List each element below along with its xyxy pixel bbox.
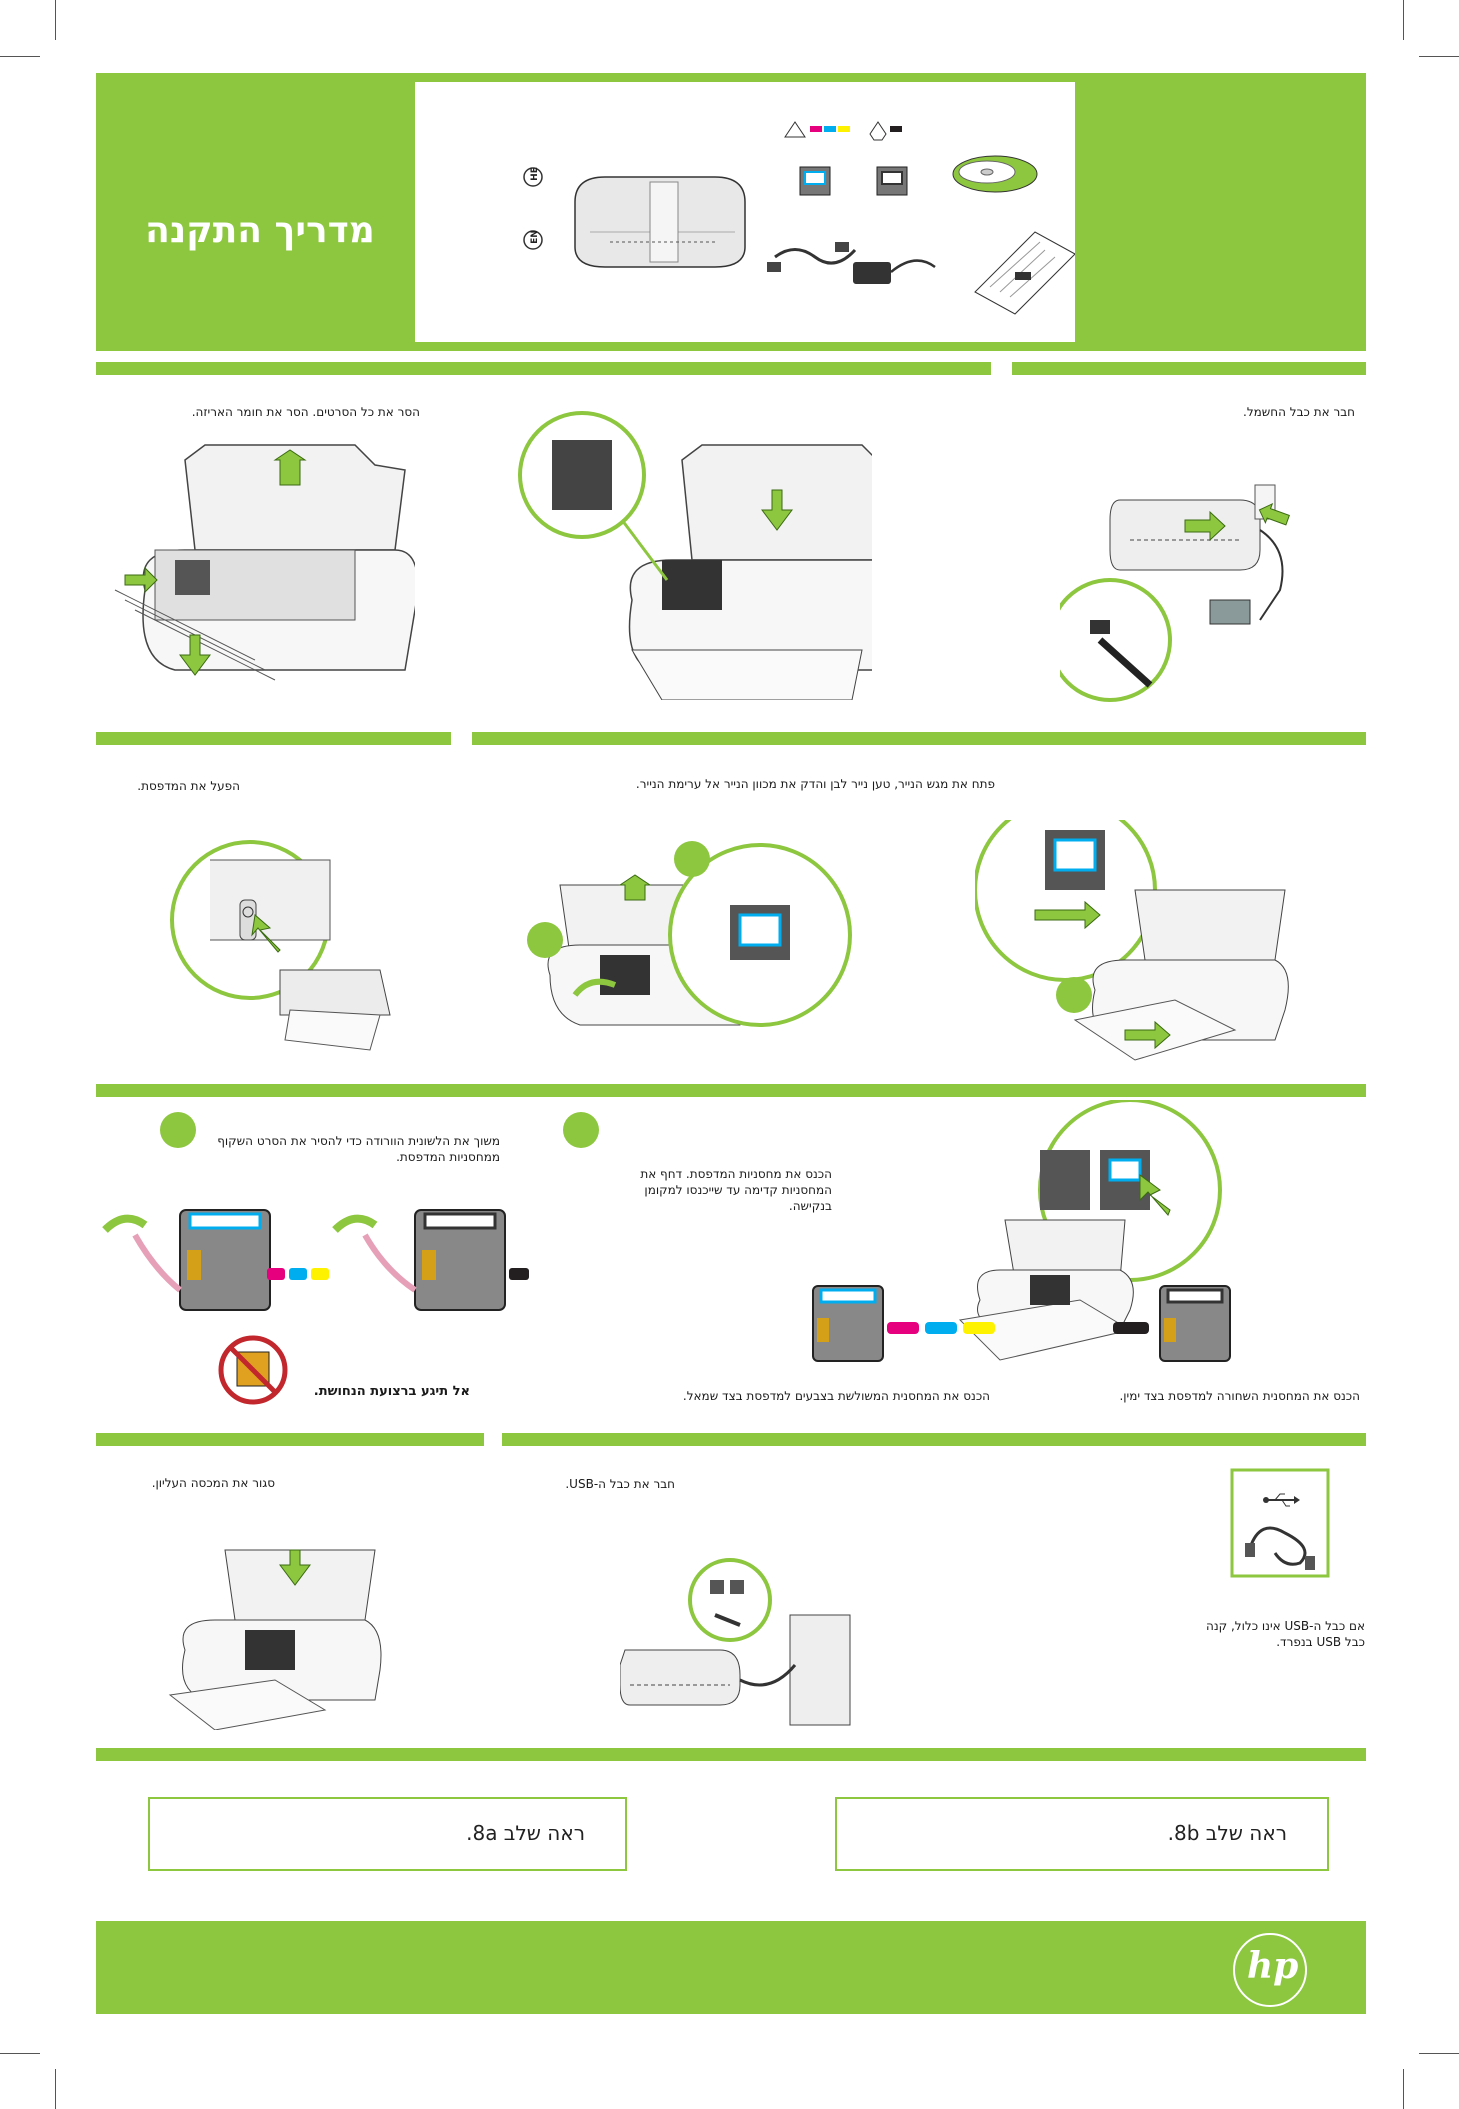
power-connect-illustration (1060, 484, 1290, 702)
warning-caption: אל תיגע ברצועת הנחושת. (313, 1384, 470, 1399)
cartridge-slots-illustration (812, 1285, 1231, 1362)
cartridge-tape-illustration (102, 1209, 529, 1311)
paper-load-illustration (975, 820, 1289, 1061)
step-caption-power-on: הפעל את המדפסת. (137, 779, 240, 793)
setup-guide-icon (974, 231, 1076, 315)
lang-badge-he: HE (530, 167, 540, 181)
crop-mark (1403, 2069, 1404, 2109)
section-bar (96, 732, 451, 745)
usb-cable-box (1230, 1468, 1330, 1578)
crop-mark (55, 2069, 56, 2109)
usb-connect-illustration (620, 1558, 851, 1726)
page-title: מדריך התקנה (145, 210, 375, 251)
step-caption-connect-power: חבר את כבל החשמל. (1243, 405, 1355, 419)
printer-icon (574, 176, 746, 268)
usb-note: אם כבל ה-USB אינו כלול, קנה כבל USB בנפר… (1206, 1619, 1365, 1649)
section-bar (96, 1433, 484, 1446)
section-bar (1012, 362, 1366, 375)
no-touch-icon (218, 1335, 288, 1405)
section-bar (96, 1748, 1366, 1761)
step-badge (1056, 977, 1092, 1013)
power-on-illustration (170, 840, 391, 1051)
step-badge (160, 1112, 196, 1148)
packing-removal-illustration (518, 411, 872, 700)
step-caption-insert-black: הכנס את המחסנית השחורה למדפסת בצד ימין. (1119, 1389, 1360, 1403)
crop-mark (1419, 2053, 1459, 2054)
see-step-8a-box: ראה שלב 8a. (148, 1797, 627, 1871)
power-adapter-icon (853, 259, 936, 284)
language-badges (523, 167, 543, 250)
step-caption-close-cover: סגור את המכסה העליון. (151, 1476, 275, 1490)
power-cord-icon (767, 242, 857, 272)
section-bar (96, 1084, 1366, 1097)
step-badge (563, 1112, 599, 1148)
paper-guide-illustration (547, 843, 852, 1027)
see-step-8a-text: ראה שלב 8a. (466, 1821, 585, 1845)
hp-logo: hp (1233, 1933, 1307, 2007)
step-caption-insert-cartridges: הכנס את מחסניות המדפסת. דחף את המחסניות … (640, 1167, 832, 1213)
see-step-8b-box: ראה שלב 8b. (835, 1797, 1329, 1871)
footer-panel (96, 1921, 1366, 2014)
color-cartridge-icon (784, 121, 850, 196)
step-caption-load-paper: פתח את מגש הנייר, טען נייר לבן והדק את מ… (635, 777, 995, 791)
black-cartridge-icon (869, 121, 908, 196)
hp-logo-text: hp (1247, 1945, 1299, 1987)
insert-cartridge-illustration (958, 1100, 1222, 1361)
crop-mark (1403, 0, 1404, 40)
see-step-8b-text: ראה שלב 8b. (1167, 1821, 1287, 1845)
step-badge (527, 922, 563, 958)
close-cover-illustration (168, 1549, 382, 1730)
step-caption-insert-color: הכנס את המחסנית המשולשת בצבעים למדפסת בצ… (682, 1389, 990, 1403)
usb-icon (1263, 1493, 1300, 1507)
section-bar (472, 732, 1366, 745)
crop-mark (55, 0, 56, 40)
step-badge (674, 841, 710, 877)
contents-panel (415, 82, 1076, 342)
lang-badge-en: EN (530, 230, 540, 244)
step-caption-remove-tape: הסר את כל הסרטים. הסר את חומר האריזה. (191, 405, 420, 419)
crop-mark (0, 2053, 40, 2054)
box-contents-illustration (523, 121, 1076, 315)
cd-icon (952, 155, 1038, 193)
crop-mark (0, 56, 40, 57)
crop-mark (1419, 56, 1459, 57)
step-caption-remove-cartridge-tape: משוך את הלשונית הוורודה כדי להסיר את הסר… (217, 1134, 500, 1164)
step-caption-connect-usb: חבר את כבל ה-USB. (565, 1477, 675, 1491)
section-bar (502, 1433, 1366, 1446)
section-bar (96, 362, 991, 375)
open-printer-illustration (114, 444, 415, 681)
